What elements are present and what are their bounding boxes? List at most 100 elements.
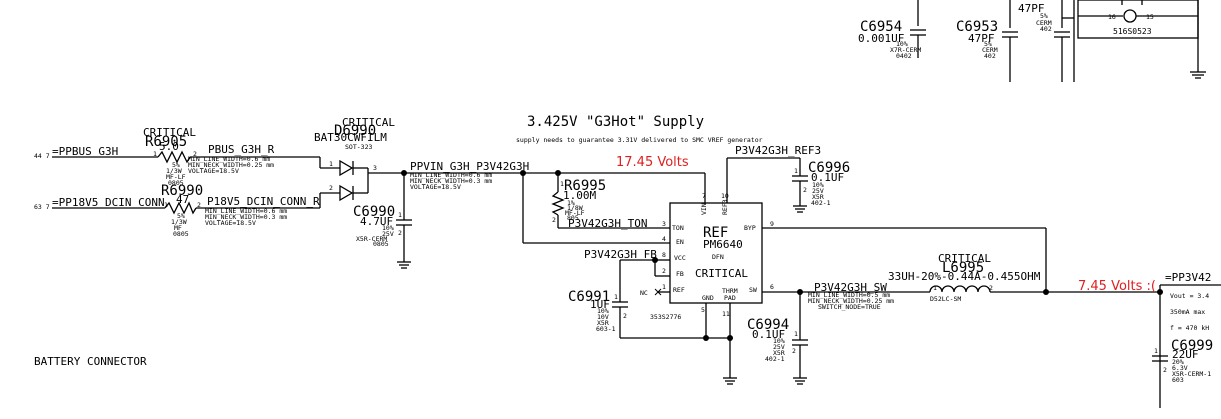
r6905-critical: CRITICAL [143,126,196,139]
u6990-pin-en-label: EN [676,238,684,246]
c6999-ref: C6999 [1171,338,1213,354]
c6999-note2: 6.3V [1172,364,1188,372]
c6999-note3: X5R-CERM-1 [1172,370,1211,378]
c6996-ref: C6996 [808,160,850,176]
u-top-pin16: 16 [1108,13,1116,21]
u6990-pin-ton-label: TON [672,224,684,232]
vout-note: Vout = 3.4 [1170,292,1209,300]
c6953-value: 47PF [968,32,995,45]
pbus-rule2: MIN_NECK_WIDTH=0.25 mm [188,161,274,169]
d6990-pin3: 3 [373,164,377,172]
u6990-ref: REF [703,225,728,241]
r6995-note1: 1% [567,199,575,207]
u6990-pin4: 4 [662,235,666,243]
c6990-note1: 10% [382,224,394,232]
u6990-pin7: 7 [702,192,706,200]
sw-rule1: MIN_LINE_WIDTH=0.5 mm [808,291,890,299]
c6999-value: 22UF [1172,348,1199,361]
ppbus-sheet-ref: 44 7 [34,152,50,160]
c6991-ref: C6991 [568,289,610,305]
r6905-note1: 5% [172,161,180,169]
u6990-ic: 7 10 TON EN VCC FB REF VIN REF3 BYP SW T… [650,192,774,321]
c6953-note3: CERM [982,46,998,54]
r6905-ref: R6905 [145,134,187,150]
ton-net-label: P3V42G3H_TON [568,217,647,230]
p18v5-r-net: P18V5_DCIN_CONN_R MIN_LINE_WIDTH=0.6 mm … [196,192,340,227]
annotation-17v: 17.45 Volts [616,155,689,170]
r6905-pin1: 1 [153,150,157,158]
u6990-pin2: 2 [662,267,666,275]
c6990-note4: 0805 [373,240,389,248]
l6995-ref: L6995 [942,260,984,276]
pbus-r-net: PBUS_G3H_R MIN_LINE_WIDTH=0.6 mm MIN_NEC… [188,143,340,175]
c6996-pin2: 2 [803,186,807,194]
r6905-note4: 0805 [168,179,184,187]
c6991-note4: 603-1 [596,325,616,333]
r6990-pin2: 2 [197,201,201,209]
ref3-net: P3V42G3H_REF3 C6996 0.1UF 1 2 10% 25V X5… [726,144,850,213]
u-top-pin15: 15 [1146,13,1154,21]
d6990-diode: CRITICAL D6990 BAT30CWFILM SOT-323 1 2 3 [314,116,395,202]
p18v5-rule3: VOLTAGE=18.5V [205,219,256,227]
c6994-note1: 10% [773,337,785,345]
output-rail: =PP3V42 Vout = 3.4 350mA max f = 470 kH … [1152,271,1221,408]
u6990-pin3: 3 [662,220,666,228]
c6953-note1: 5% [984,40,992,48]
r6995-value: 1.00M [563,189,596,202]
input-pp18v5-net: 63 7 =PP18V5_DCIN_CONN [34,196,165,211]
u6990-pin10: 10 [721,192,729,200]
c6991-value: 1UF [590,298,610,311]
annotation-7v: 7.45 Volts :( [1078,279,1156,294]
l6995-package: D52LC-SM [930,295,961,303]
u6990-pin-ref-label: REF [673,286,685,294]
r6990-note2: 1/3W [171,218,187,226]
ppbus-net-label: =PPBUS_G3H [52,145,118,158]
pp18v5-net-label: =PP18V5_DCIN_CONN [52,196,165,209]
c6996-note3: X5R [812,193,824,201]
pp3v42-net-label: =PP3V42 [1165,271,1211,284]
c6953-ref: C6953 [956,19,998,35]
c6953-note4: 402 [984,52,996,60]
supply-title: 3.425V "G3Hot" Supply [527,114,704,130]
c6991-pin2: 2 [623,312,627,320]
battery-connector-label: BATTERY CONNECTOR [34,355,147,368]
u6990-pin-ref3-label: REF3 [721,199,729,215]
r6995-pin1: 1 [560,180,564,188]
u6990-partnumber: 353S2776 [650,313,681,321]
p18v5-r-net-label: P18V5_DCIN_CONN_R [207,195,320,208]
c6990-value: 4.7UF [360,215,393,228]
c6954-note4: 0402 [896,52,912,60]
u6990-pin11: 11 [722,310,730,318]
r6905-resistor: CRITICAL R6905 5.0 1 2 5% 1/3W MF-LF 080… [143,126,197,187]
d6990-critical: CRITICAL [342,116,395,129]
r6990-ref: R6990 [161,183,203,199]
c6996-note1: 10% [812,181,824,189]
sw-net: P3V42G3H_SW MIN_LINE_WIDTH=0.5 mm MIN_NE… [762,281,930,311]
c6990-ref: C6990 [353,204,395,220]
l6995-critical: CRITICAL [938,252,991,265]
freq-note: f = 470 kH [1170,324,1209,332]
u-top-partnumber: 516S0523 [1113,27,1152,36]
ground-bus [620,303,737,385]
input-ppbus-net: 44 7 =PPBUS_G3H [34,145,158,160]
r6995-pin2: 2 [552,216,556,224]
ppvin-net-label: PPVIN_G3H_P3V42G3H [410,160,529,173]
c6994-ref: C6994 [747,317,789,333]
c6994-value: 0.1UF [752,328,785,341]
c6954-ref: C6954 [860,19,902,35]
sw-rule3: SWITCH_NODE=TRUE [818,303,881,311]
c6999-pin2: 2 [1163,366,1167,374]
c6952-note1: 5% [1040,12,1048,20]
c6954-value: 0.001UF [858,32,904,45]
c6994-pin2: 2 [792,347,796,355]
c6999-note1: 20% [1172,358,1184,366]
c6996-note2: 25V [812,187,824,195]
c6990-note2: 25V [382,230,394,238]
u6990-pin-sw-label: SW [749,286,757,294]
ppvin-rule2: MIN_NECK_WIDTH=0.3 mm [410,177,492,185]
p18v5-rule2: MIN_NECK_WIDTH=0.3 mm [205,213,287,221]
l6995-value: 33UH-20%-0.44A-0.455OHM [888,270,1041,283]
c6952-note4: 402 [1040,25,1052,33]
nc-label: NC [640,289,648,297]
